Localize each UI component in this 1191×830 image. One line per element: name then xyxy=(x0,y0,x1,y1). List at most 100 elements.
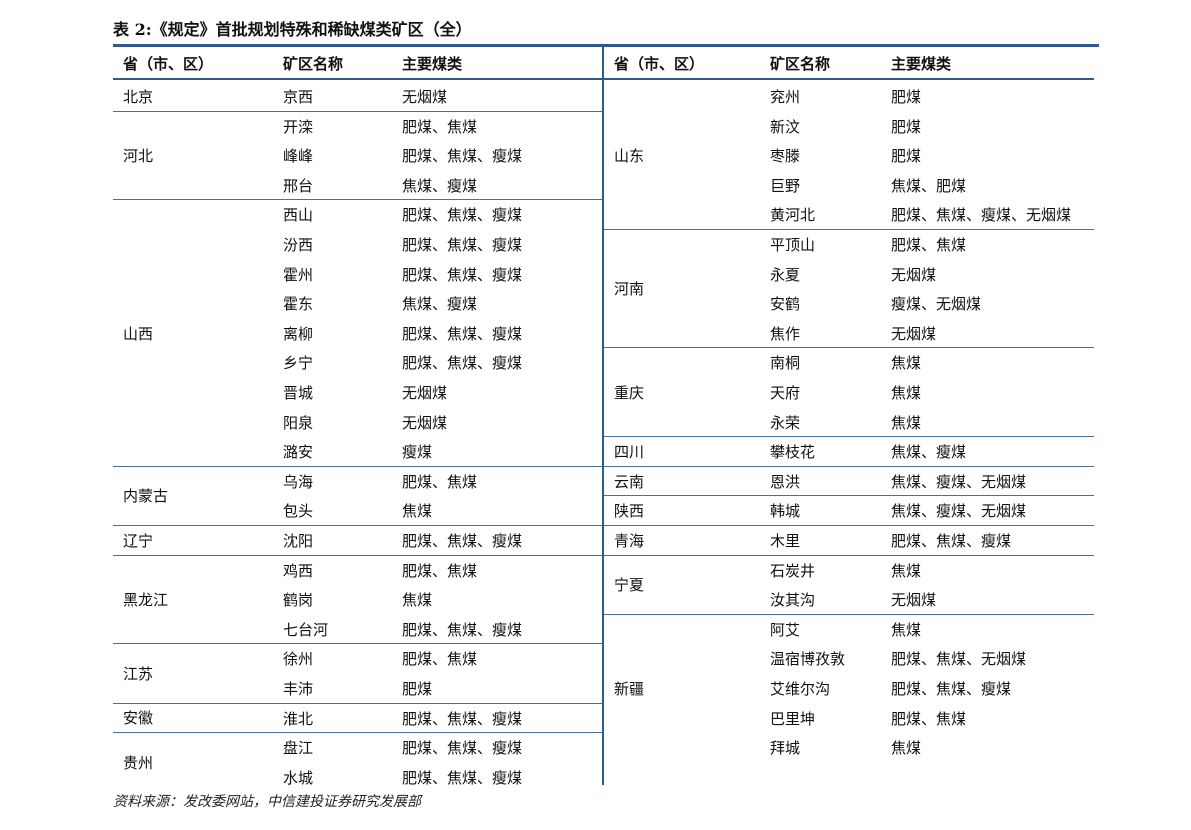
table-row: 霍东焦煤、瘦煤 xyxy=(113,288,602,318)
coal-type-cell: 焦煤、瘦煤 xyxy=(402,176,478,195)
coal-type-cell: 肥煤、焦煤、瘦煤 xyxy=(402,324,523,343)
coal-type-cell: 无烟煤 xyxy=(402,88,448,106)
table-row: 阿艾焦煤 xyxy=(604,614,1094,644)
mine-name-cell: 鹤岗 xyxy=(283,591,314,610)
province-cell: 贵州 xyxy=(123,753,154,772)
coal-type-cell: 肥煤、焦煤、瘦煤 xyxy=(891,532,1012,550)
coal-type-cell: 无烟煤 xyxy=(891,591,937,610)
top-rule xyxy=(113,44,1099,47)
coal-type-cell: 焦煤 xyxy=(891,413,922,432)
table-row: 韩城焦煤、瘦煤、无烟煤 xyxy=(604,495,1094,525)
table-row: 潞安瘦煤 xyxy=(113,436,602,466)
table-row: 离柳肥煤、焦煤、瘦煤 xyxy=(113,318,602,348)
mine-name-cell: 阳泉 xyxy=(283,413,314,432)
mine-name-cell: 焦作 xyxy=(770,324,801,343)
mine-name-cell: 邢台 xyxy=(283,176,314,195)
coal-type-cell: 肥煤、焦煤 xyxy=(891,236,967,254)
coal-type-cell: 肥煤、焦煤、瘦煤 xyxy=(402,620,523,639)
province-cell: 青海 xyxy=(614,531,645,550)
header-province: 省（市、区） xyxy=(123,55,214,73)
province-cell: 新疆 xyxy=(614,679,645,698)
mine-name-cell: 汾西 xyxy=(283,235,314,254)
coal-type-cell: 焦煤 xyxy=(891,620,922,639)
right-header-rule xyxy=(604,78,1094,80)
province-cell: 云南 xyxy=(614,472,645,491)
coal-type-cell: 肥煤 xyxy=(891,117,922,136)
mine-name-cell: 拜城 xyxy=(770,739,801,758)
mine-name-cell: 石炭井 xyxy=(770,561,816,580)
coal-type-cell: 焦煤、瘦煤、无烟煤 xyxy=(891,472,1027,491)
table-row: 艾维尔沟肥煤、焦煤、瘦煤 xyxy=(604,673,1094,703)
province-group: 青海木里肥煤、焦煤、瘦煤 xyxy=(604,525,1094,556)
mine-name-cell: 温宿博孜敦 xyxy=(770,650,846,669)
coal-type-cell: 焦煤、瘦煤 xyxy=(891,443,967,462)
coal-type-cell: 肥煤、焦煤 xyxy=(891,709,967,728)
coal-type-cell: 肥煤、焦煤、瘦煤 xyxy=(402,265,523,284)
province-group: 陕西韩城焦煤、瘦煤、无烟煤 xyxy=(604,495,1094,526)
mine-name-cell: 兖州 xyxy=(770,88,801,106)
mine-name-cell: 西山 xyxy=(283,206,314,225)
column-divider xyxy=(602,47,604,785)
table-row: 木里肥煤、焦煤、瘦煤 xyxy=(604,525,1094,555)
coal-type-cell: 肥煤、焦煤、无烟煤 xyxy=(891,650,1027,669)
coal-type-cell: 肥煤、焦煤、瘦煤 xyxy=(402,235,523,254)
province-group: 河南平顶山肥煤、焦煤永夏无烟煤安鹤瘦煤、无烟煤焦作无烟煤 xyxy=(604,229,1094,349)
mine-name-cell: 黄河北 xyxy=(770,206,816,225)
province-group: 山西西山肥煤、焦煤、瘦煤汾西肥煤、焦煤、瘦煤霍州肥煤、焦煤、瘦煤霍东焦煤、瘦煤离… xyxy=(113,199,602,467)
coal-type-cell: 焦煤 xyxy=(891,354,922,373)
coal-type-cell: 肥煤、焦煤 xyxy=(402,650,478,669)
header-mine: 矿区名称 xyxy=(770,55,831,73)
table-row: 晋城无烟煤 xyxy=(113,377,602,407)
coal-type-cell: 肥煤 xyxy=(891,88,922,106)
table-row: 包头 焦煤 xyxy=(113,495,602,525)
table-row: 巨野焦煤、肥煤 xyxy=(604,170,1094,200)
table-row: 开滦 肥煤、焦煤 xyxy=(113,111,602,141)
mine-name-cell: 新汶 xyxy=(770,117,801,136)
coal-type-cell: 焦煤 xyxy=(402,502,433,521)
mine-name-cell: 晋城 xyxy=(283,383,314,402)
coal-type-cell: 焦煤 xyxy=(891,739,922,758)
province-cell: 河南 xyxy=(614,280,645,299)
coal-type-cell: 无烟煤 xyxy=(402,413,448,432)
province-cell: 宁夏 xyxy=(614,576,645,595)
mine-name-cell: 开滦 xyxy=(283,117,314,136)
mine-name-cell: 巴里坤 xyxy=(770,709,816,728)
province-group: 黑龙江鸡西肥煤、焦煤鹤岗焦煤七台河肥煤、焦煤、瘦煤 xyxy=(113,555,602,645)
table-row: 攀枝花焦煤、瘦煤 xyxy=(604,436,1094,466)
mine-name-cell: 峰峰 xyxy=(283,147,314,166)
mine-name-cell: 乌海 xyxy=(283,472,314,491)
mine-name-cell: 永荣 xyxy=(770,413,801,432)
left-header-rule xyxy=(113,78,602,80)
table-row: 丰沛肥煤 xyxy=(113,673,602,703)
table-row: 乌海 肥煤、焦煤 xyxy=(113,466,602,496)
table-row: 巴里坤 肥煤、焦煤 xyxy=(604,703,1094,733)
table-row: 邢台 焦煤、瘦煤 xyxy=(113,170,602,200)
table-row: 汾西 肥煤、焦煤、瘦煤 xyxy=(113,229,602,259)
mine-name-cell: 包头 xyxy=(283,502,314,521)
mine-name-cell: 沈阳 xyxy=(283,532,314,550)
mine-name-cell: 汝其沟 xyxy=(770,591,816,610)
province-group: 新疆 阿艾焦煤温宿博孜敦 肥煤、焦煤、无烟煤艾维尔沟肥煤、焦煤、瘦煤巴里坤 肥煤、焦煤… xyxy=(604,614,1094,762)
coal-type-cell: 肥煤、焦煤 xyxy=(402,117,478,136)
coal-type-cell: 肥煤 xyxy=(891,147,922,166)
coal-type-cell: 焦煤、瘦煤、无烟煤 xyxy=(891,502,1027,521)
province-cell: 河北 xyxy=(123,146,154,165)
table-row: 永荣 焦煤 xyxy=(604,407,1094,437)
province-group: 四川攀枝花焦煤、瘦煤 xyxy=(604,436,1094,467)
table-row: 淮北肥煤、焦煤、瘦煤 xyxy=(113,703,602,733)
mine-name-cell: 恩洪 xyxy=(770,472,801,491)
mine-name-cell: 永夏 xyxy=(770,265,801,284)
table-row: 南桐焦煤 xyxy=(604,347,1094,377)
province-cell: 陕西 xyxy=(614,502,645,521)
table-row: 阳泉 无烟煤 xyxy=(113,407,602,437)
province-cell: 四川 xyxy=(614,442,645,461)
coal-type-cell: 肥煤、焦煤 xyxy=(402,472,478,491)
table-row: 焦作无烟煤 xyxy=(604,318,1094,348)
mine-name-cell: 潞安 xyxy=(283,443,314,462)
mine-name-cell: 霍州 xyxy=(283,265,314,284)
province-cell: 山东 xyxy=(614,147,645,165)
province-group: 重庆南桐焦煤天府焦煤永荣焦煤 xyxy=(604,347,1094,438)
coal-type-cell: 肥煤、焦煤、瘦煤 xyxy=(402,147,523,166)
province-cell: 山西 xyxy=(123,324,154,343)
coal-type-cell: 无烟煤 xyxy=(891,265,937,284)
